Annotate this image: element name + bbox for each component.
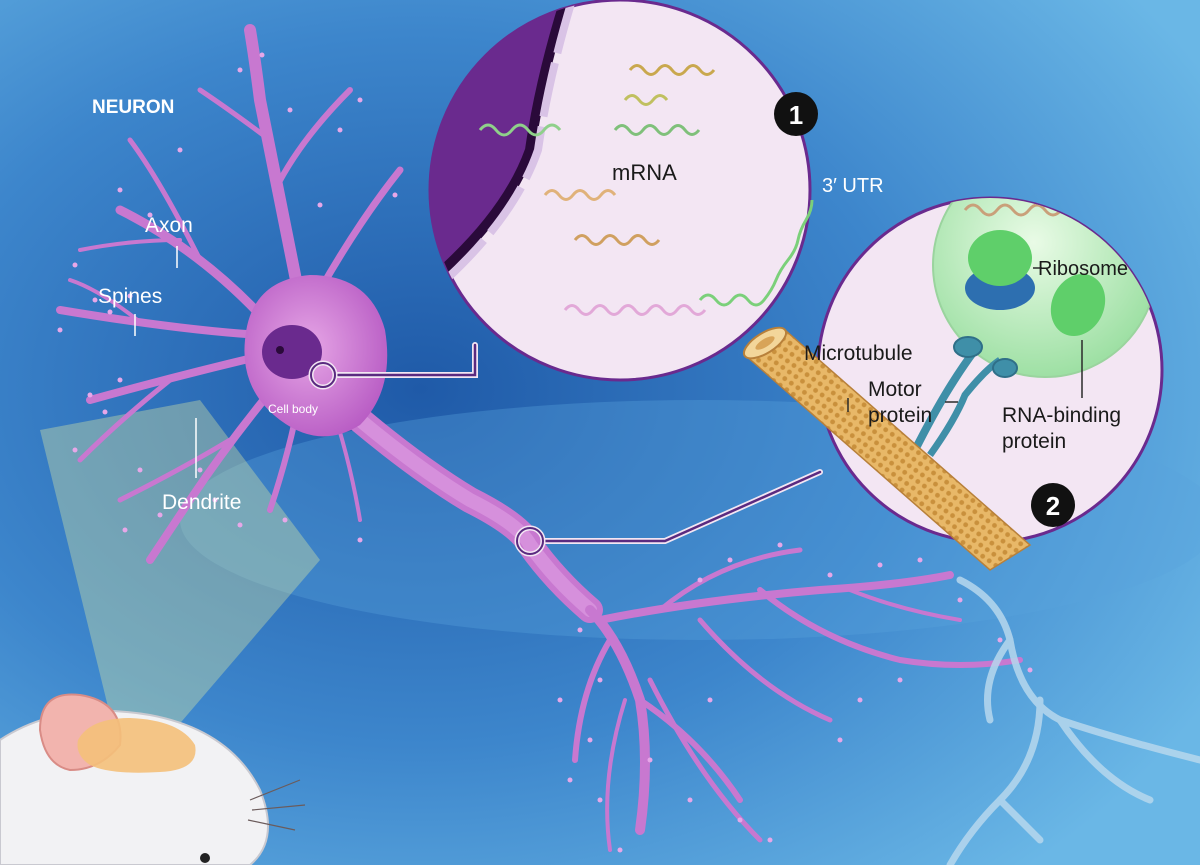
neuron-label-leaders	[134, 246, 197, 478]
badge-2-number: 2	[1046, 491, 1060, 521]
label-rbp-line1: RNA-binding	[1002, 404, 1121, 427]
spines-dots	[57, 52, 1033, 853]
mrna-strands	[478, 64, 716, 316]
utr-strand	[698, 199, 814, 307]
nucleus	[262, 325, 322, 379]
badge-2: 2	[1031, 483, 1075, 527]
dendrites	[56, 24, 404, 564]
rna-binding-protein-shape	[1050, 273, 1106, 337]
axon-terminals	[572, 547, 1023, 852]
light-cone	[40, 400, 320, 735]
label-motor-line1: Motor	[868, 378, 922, 401]
microtubule-shape	[742, 326, 1032, 571]
label-axon: Axon	[145, 214, 193, 237]
neighbor-neuron	[946, 576, 1200, 865]
label-spines: Spines	[98, 285, 162, 308]
badge-1-number: 1	[789, 100, 803, 130]
label-ribosome: Ribosome	[1038, 258, 1128, 280]
label-cell-body: Cell body	[268, 402, 318, 416]
mouse-illustration	[0, 693, 306, 865]
callout-connectors	[335, 342, 823, 544]
label-leaders	[847, 267, 1083, 412]
label-mrna: mRNA	[612, 160, 677, 185]
label-dendrite: Dendrite	[162, 491, 241, 514]
title-neuron: NEURON	[92, 97, 174, 118]
ribosome-shape	[965, 230, 1035, 310]
label-motor-line2: protein	[868, 404, 932, 427]
axon-shaft	[347, 407, 603, 623]
label-3utr: 3′ UTR	[822, 175, 884, 197]
badge-1: 1	[774, 92, 818, 136]
label-rbp-line2: protein	[1002, 430, 1066, 453]
cell-body-shape	[244, 275, 388, 437]
label-microtubule: Microtubule	[804, 342, 913, 365]
